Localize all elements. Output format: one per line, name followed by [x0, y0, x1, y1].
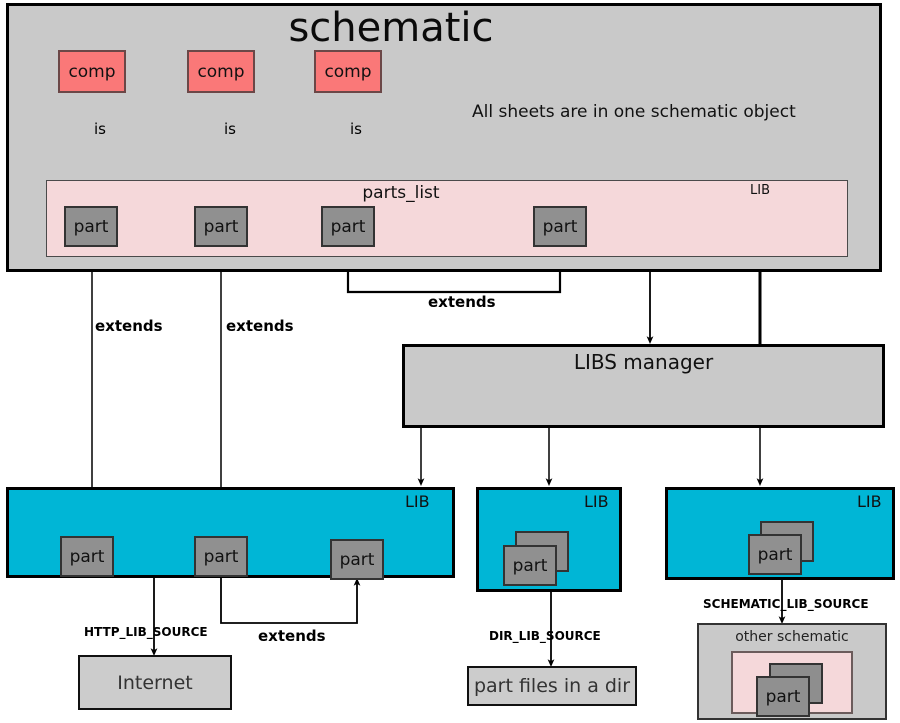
edge-label-dir-lib-source: DIR_LIB_SOURCE: [489, 629, 601, 643]
other-schematic-label: other schematic: [735, 629, 849, 645]
comp-box-1[interactable]: comp: [58, 50, 126, 93]
lib-schematic-part-1[interactable]: part: [748, 534, 802, 575]
other-schematic-part[interactable]: part: [756, 676, 810, 717]
lib-http-part-2[interactable]: part: [194, 536, 248, 577]
libs-manager-box[interactable]: [402, 344, 885, 428]
edge-label-is-3: is: [350, 120, 362, 138]
internet-box[interactable]: Internet: [78, 655, 232, 710]
parts-list-label: parts_list: [362, 183, 440, 203]
part-files-dir-box[interactable]: part files in a dir: [467, 666, 637, 706]
lib-corner-label-http: LIB: [405, 492, 430, 511]
edge-label-http-lib-source: HTTP_LIB_SOURCE: [84, 625, 208, 639]
schematic-part-3[interactable]: part: [321, 206, 375, 247]
comp-box-3[interactable]: comp: [314, 50, 382, 93]
schematic-note: All sheets are in one schematic object: [472, 102, 796, 122]
schematic-part-2[interactable]: part: [194, 206, 248, 247]
page-title: schematic: [288, 5, 494, 51]
parts-list-container: [46, 180, 848, 257]
parts-list-lib-label: LIB: [750, 183, 770, 198]
edge-label-extends-lib: extends: [258, 627, 326, 645]
comp-box-2[interactable]: comp: [187, 50, 255, 93]
libs-manager-label: LIBS manager: [573, 350, 714, 374]
lib-dir-part-1[interactable]: part: [503, 545, 557, 586]
lib-corner-label-schematic: LIB: [857, 492, 882, 511]
edge-label-schematic-lib-source: SCHEMATIC_LIB_SOURCE: [703, 597, 869, 611]
schematic-part-4[interactable]: part: [533, 206, 587, 247]
edge-label-extends-partslist: extends: [428, 293, 496, 311]
edge-label-is-1: is: [94, 120, 106, 138]
lib-http-part-1[interactable]: part: [60, 536, 114, 577]
wire-libleft-extends: [220, 578, 361, 624]
edge-label-is-2: is: [224, 120, 236, 138]
edge-label-extends-left-1: extends: [95, 317, 163, 335]
lib-corner-label-dir: LIB: [584, 492, 609, 511]
edge-label-extends-left-2: extends: [226, 317, 294, 335]
lib-http-part-3[interactable]: part: [330, 539, 384, 580]
schematic-part-1[interactable]: part: [64, 206, 118, 247]
